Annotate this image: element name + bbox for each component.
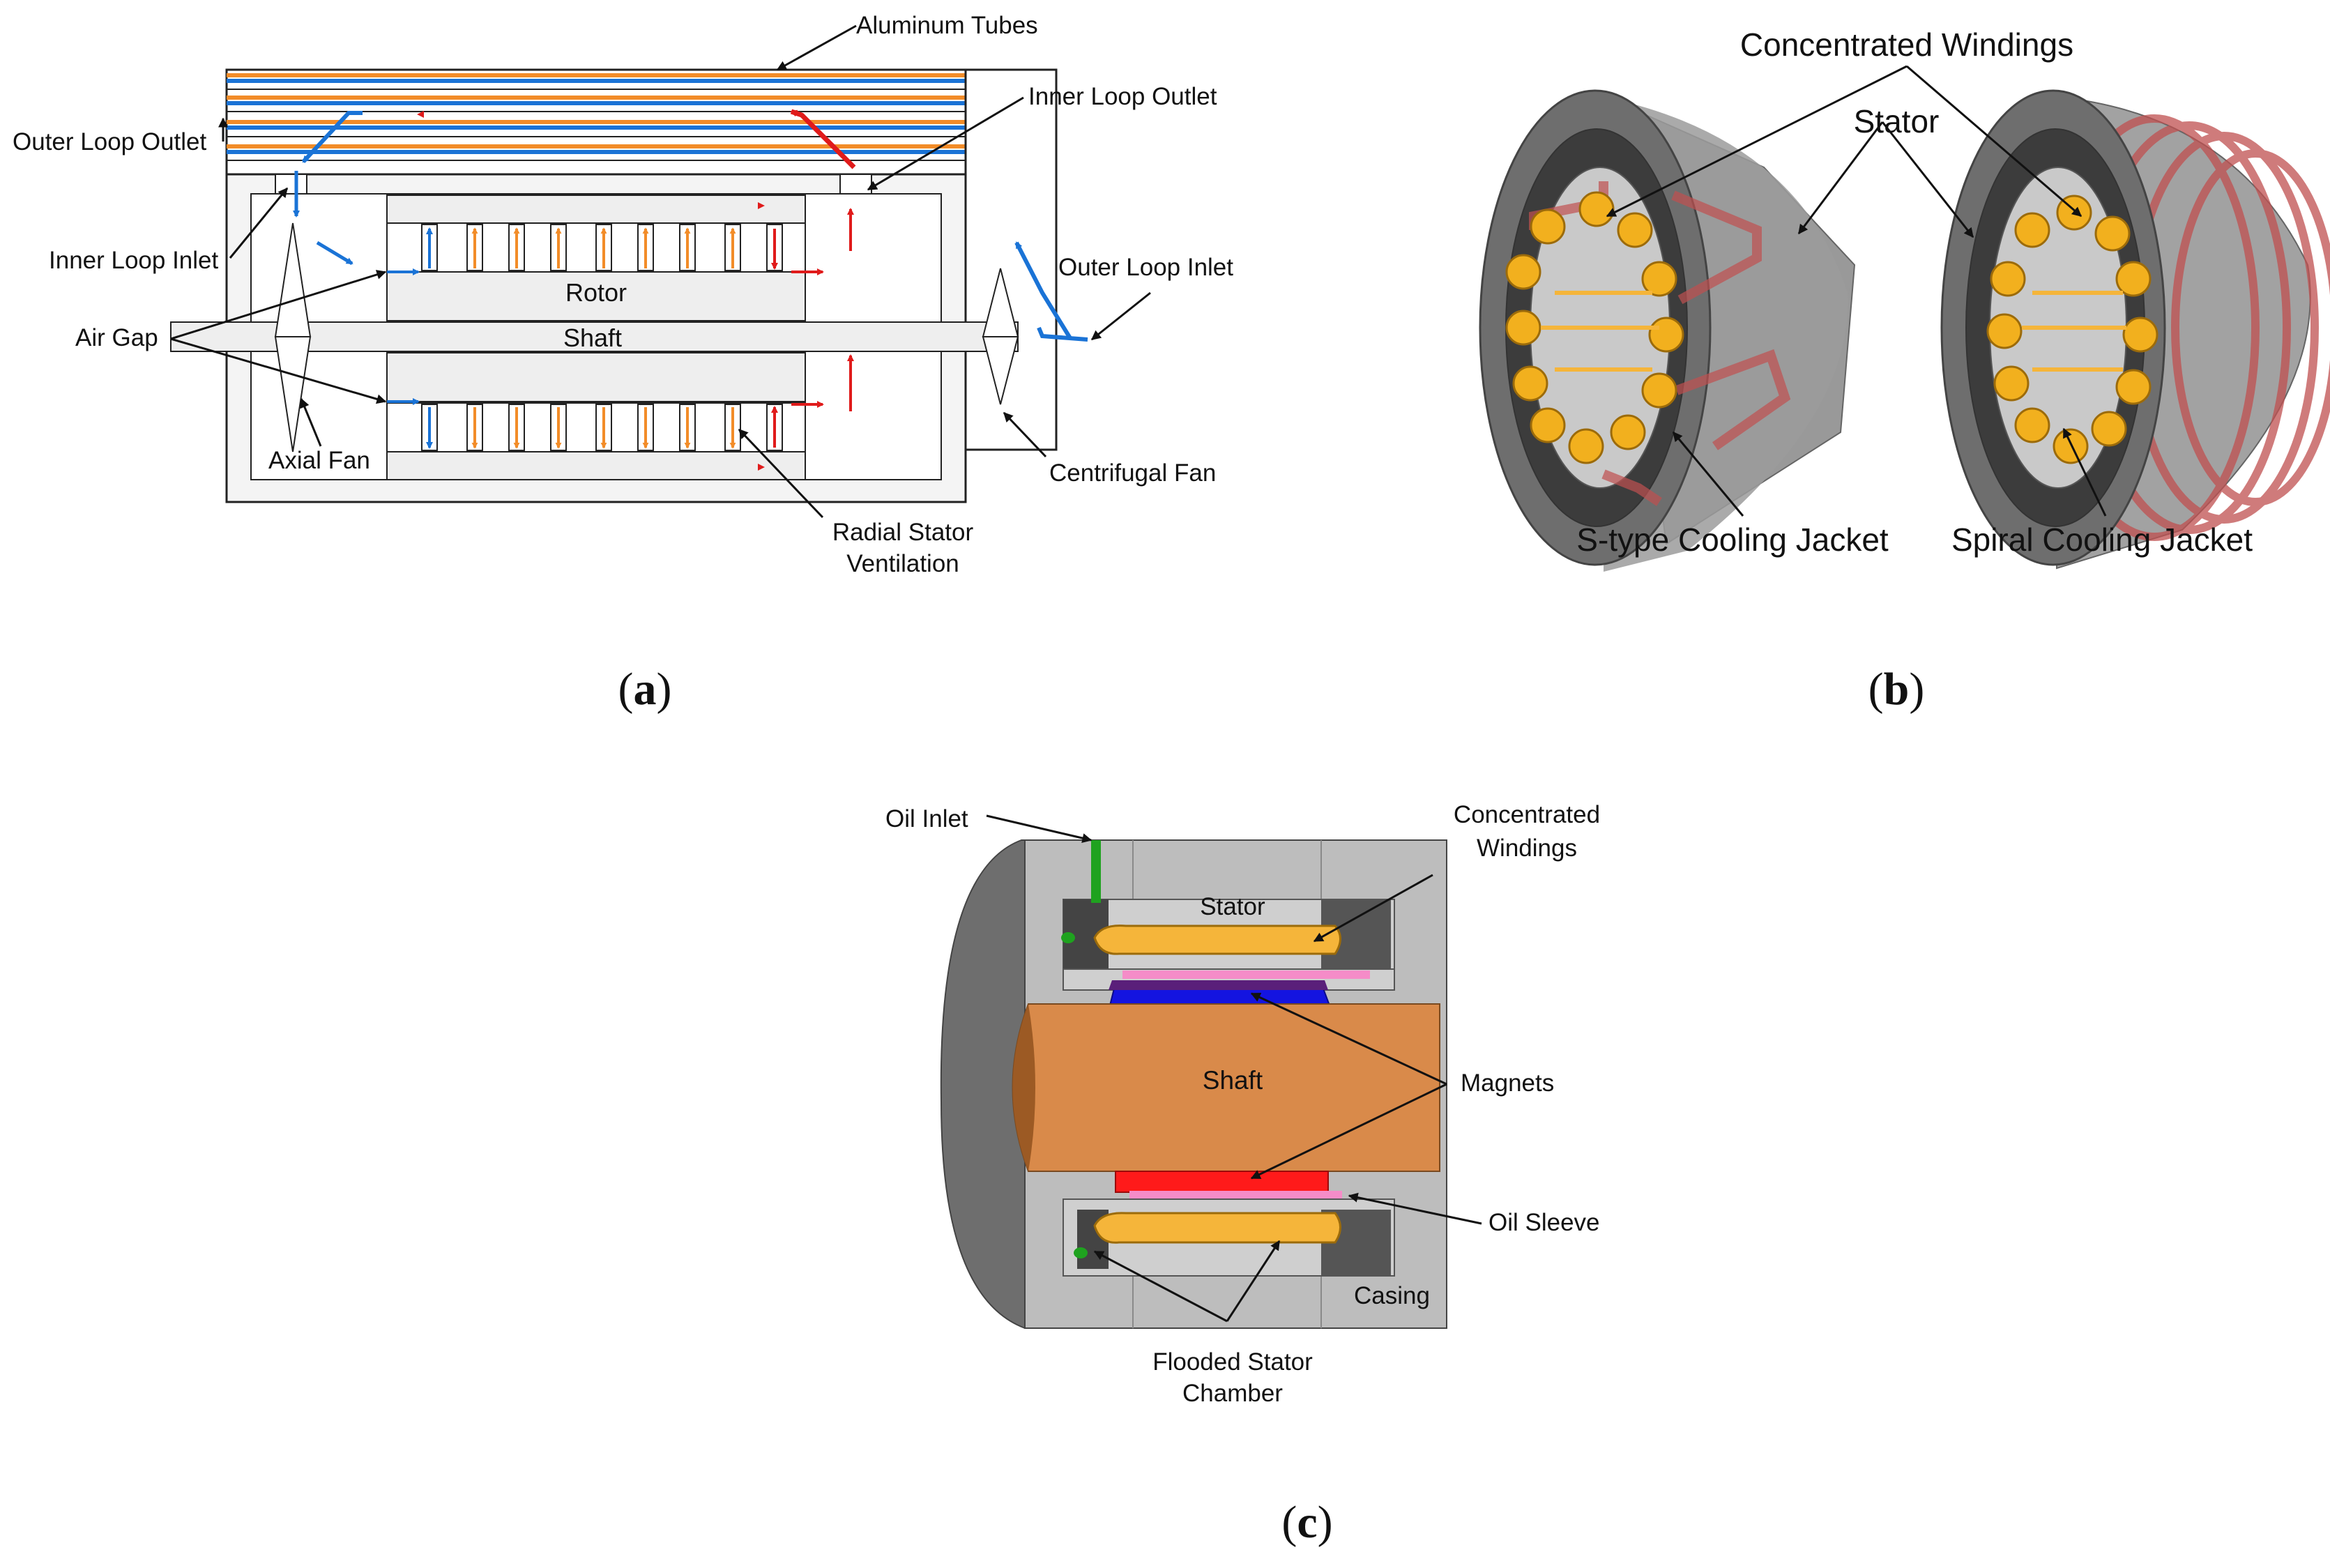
label-inner-loop-outlet: Inner Loop Outlet <box>1028 83 1217 110</box>
label-shaft-a: Shaft <box>563 324 622 352</box>
label-stator-c: Stator <box>1200 893 1265 920</box>
label-rotor: Rotor <box>565 278 627 307</box>
label-aluminum-tubes: Aluminum Tubes <box>856 12 1038 39</box>
label-air-gap: Air Gap <box>75 324 158 351</box>
outer-loop-outlet-arrow <box>301 111 363 164</box>
label-axial-fan: Axial Fan <box>268 447 370 474</box>
s-type-jacket-model <box>1479 89 1856 572</box>
axial-fan-blade-bottom <box>274 336 312 452</box>
upper-winding <box>1093 924 1341 955</box>
magnet-bottom <box>1115 1171 1329 1193</box>
label-oil-inlet: Oil Inlet <box>885 805 968 832</box>
panel-a-ventilation-diagram: Aluminum Tubes Inner Loop Outlet Outer L… <box>13 12 1233 715</box>
label-concentrated-c: Concentrated <box>1454 801 1600 828</box>
lower-winding <box>1093 1212 1341 1244</box>
label-s-type-cooling-jacket: S-type Cooling Jacket <box>1576 522 1889 558</box>
inner-loop-outlet-arrow <box>790 109 856 169</box>
oil-inlet-pipe <box>1091 840 1101 903</box>
label-outer-loop-inlet: Outer Loop Inlet <box>1058 254 1233 281</box>
label-inner-loop-inlet: Inner Loop Inlet <box>49 247 219 274</box>
label-centrifugal-fan: Centrifugal Fan <box>1049 459 1216 487</box>
label-stator-b: Stator <box>1854 103 1940 139</box>
label-flooded-stator: Flooded Stator <box>1152 1348 1313 1376</box>
label-casing: Casing <box>1354 1282 1430 1309</box>
end-cap <box>940 839 1033 1329</box>
panel-b-cooling-jackets: Concentrated Windings Stator S-type Cool… <box>1479 26 2330 715</box>
centrifugal-fan-housing <box>964 68 1058 451</box>
rotor-body <box>386 271 806 321</box>
caption-b: (b) <box>1868 664 1925 715</box>
label-oil-sleeve: Oil Sleeve <box>1488 1209 1600 1236</box>
label-concentrated-windings-b: Concentrated Windings <box>1740 26 2073 63</box>
caption-c: (c) <box>1281 1497 1332 1548</box>
label-ventilation: Ventilation <box>846 550 959 577</box>
label-outer-loop-outlet: Outer Loop Outlet <box>13 128 206 155</box>
inner-loop-inlet-port <box>275 174 307 195</box>
radial-ducts-lower <box>421 404 783 451</box>
caption-a: (a) <box>618 664 672 715</box>
spiral-jacket-model <box>1940 89 2330 570</box>
label-chamber: Chamber <box>1182 1380 1283 1407</box>
s-type-windings <box>1505 191 1684 464</box>
centrifugal-fan-blade-bottom <box>982 336 1019 405</box>
panel-c-flooded-stator: Oil Inlet Concentrated Windings Stator S… <box>885 801 1600 1548</box>
rotor-body-lower <box>386 352 806 402</box>
label-radial-stator: Radial Stator <box>832 519 974 546</box>
label-shaft-c: Shaft <box>1203 1066 1263 1095</box>
label-spiral-cooling-jacket: Spiral Cooling Jacket <box>1951 522 2253 558</box>
spiral-windings <box>1986 195 2158 464</box>
oil-sleeve-top <box>1122 971 1370 979</box>
shaft-body <box>170 321 1019 352</box>
label-windings-c: Windings <box>1477 835 1577 862</box>
inner-loop-outlet-port <box>839 174 872 195</box>
radial-ducts-upper <box>421 224 783 271</box>
label-magnets: Magnets <box>1461 1070 1554 1097</box>
